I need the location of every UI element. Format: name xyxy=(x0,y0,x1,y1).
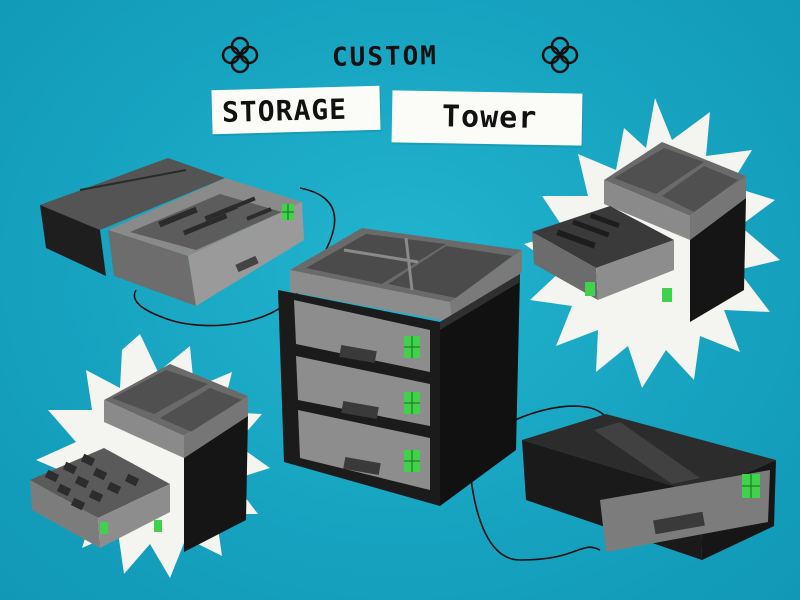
tower-logo-1 xyxy=(404,336,420,358)
tower-logo-3 xyxy=(404,450,420,472)
title-storage: STORAGE xyxy=(221,92,348,129)
flower-doodle-icon-right xyxy=(541,36,579,74)
flower-doodle-icon-left xyxy=(221,36,259,74)
title-card-tower: Tower xyxy=(391,90,583,146)
storage-tower-top-right xyxy=(532,142,746,322)
title-custom: CUSTOM xyxy=(331,41,439,73)
cable-top-left xyxy=(133,187,336,327)
title-tower: Tower xyxy=(441,99,538,136)
tower-logo-2 xyxy=(404,392,420,414)
storage-tower-bottom-left xyxy=(30,364,248,552)
title-card-storage: STORAGE xyxy=(211,85,381,135)
storage-tower-center xyxy=(278,228,522,506)
drawer-box-top-left xyxy=(40,158,304,306)
closed-box-bottom-right xyxy=(522,414,776,560)
